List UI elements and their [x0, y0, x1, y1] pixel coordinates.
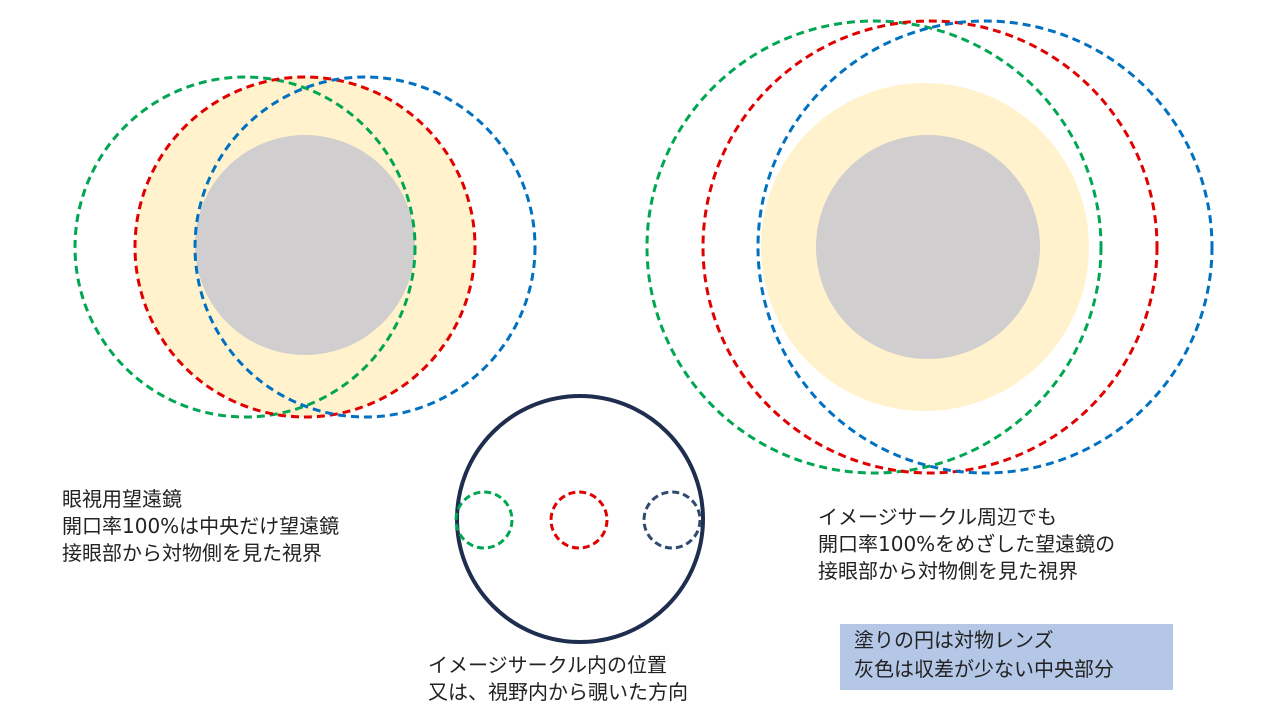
- caption-line: 接眼部から対物側を見た視界: [62, 541, 322, 565]
- green-position-marker: [454, 490, 514, 550]
- caption-line: イメージサークル周辺でも: [818, 505, 1057, 529]
- legend-line: 灰色は収差が少ない中央部分: [854, 657, 1114, 681]
- right-telescope-view: [645, 19, 1214, 475]
- center-region-fill: [816, 135, 1040, 359]
- caption-line: 開口率100%は中央だけ望遠鏡: [62, 514, 340, 538]
- blue-field-circle: [193, 75, 537, 419]
- caption-line: 接眼部から対物側を見た視界: [818, 559, 1078, 583]
- red-field-circle: [701, 19, 1159, 475]
- legend-box: 塗りの円は対物レンズ 灰色は収差が少ない中央部分: [840, 624, 1173, 690]
- center-region-fill: [195, 135, 415, 355]
- blue-field-circle: [756, 19, 1214, 475]
- right-caption: イメージサークル周辺でも 開口率100%をめざした望遠鏡の 接眼部から対物側を見…: [818, 504, 1115, 585]
- blue-position-marker: [642, 490, 702, 550]
- image-circle-outline: [455, 394, 705, 644]
- green-field-circle: [73, 75, 417, 419]
- red-position-marker: [549, 490, 609, 550]
- legend-line: 塗りの円は対物レンズ: [854, 628, 1054, 652]
- middle-caption: イメージサークル内の位置 又は、視野内から覗いた方向: [428, 652, 688, 706]
- caption-line: 眼視用望遠鏡: [62, 487, 182, 511]
- caption-line: 又は、視野内から覗いた方向: [428, 680, 688, 704]
- left-telescope-view: [73, 75, 537, 419]
- caption-line: 開口率100%をめざした望遠鏡の: [818, 532, 1116, 556]
- green-field-circle: [645, 19, 1103, 475]
- image-circle: [454, 394, 705, 644]
- red-field-circle: [133, 75, 477, 419]
- caption-line: イメージサークル内の位置: [428, 653, 667, 677]
- left-caption: 眼視用望遠鏡 開口率100%は中央だけ望遠鏡 接眼部から対物側を見た視界: [62, 486, 339, 567]
